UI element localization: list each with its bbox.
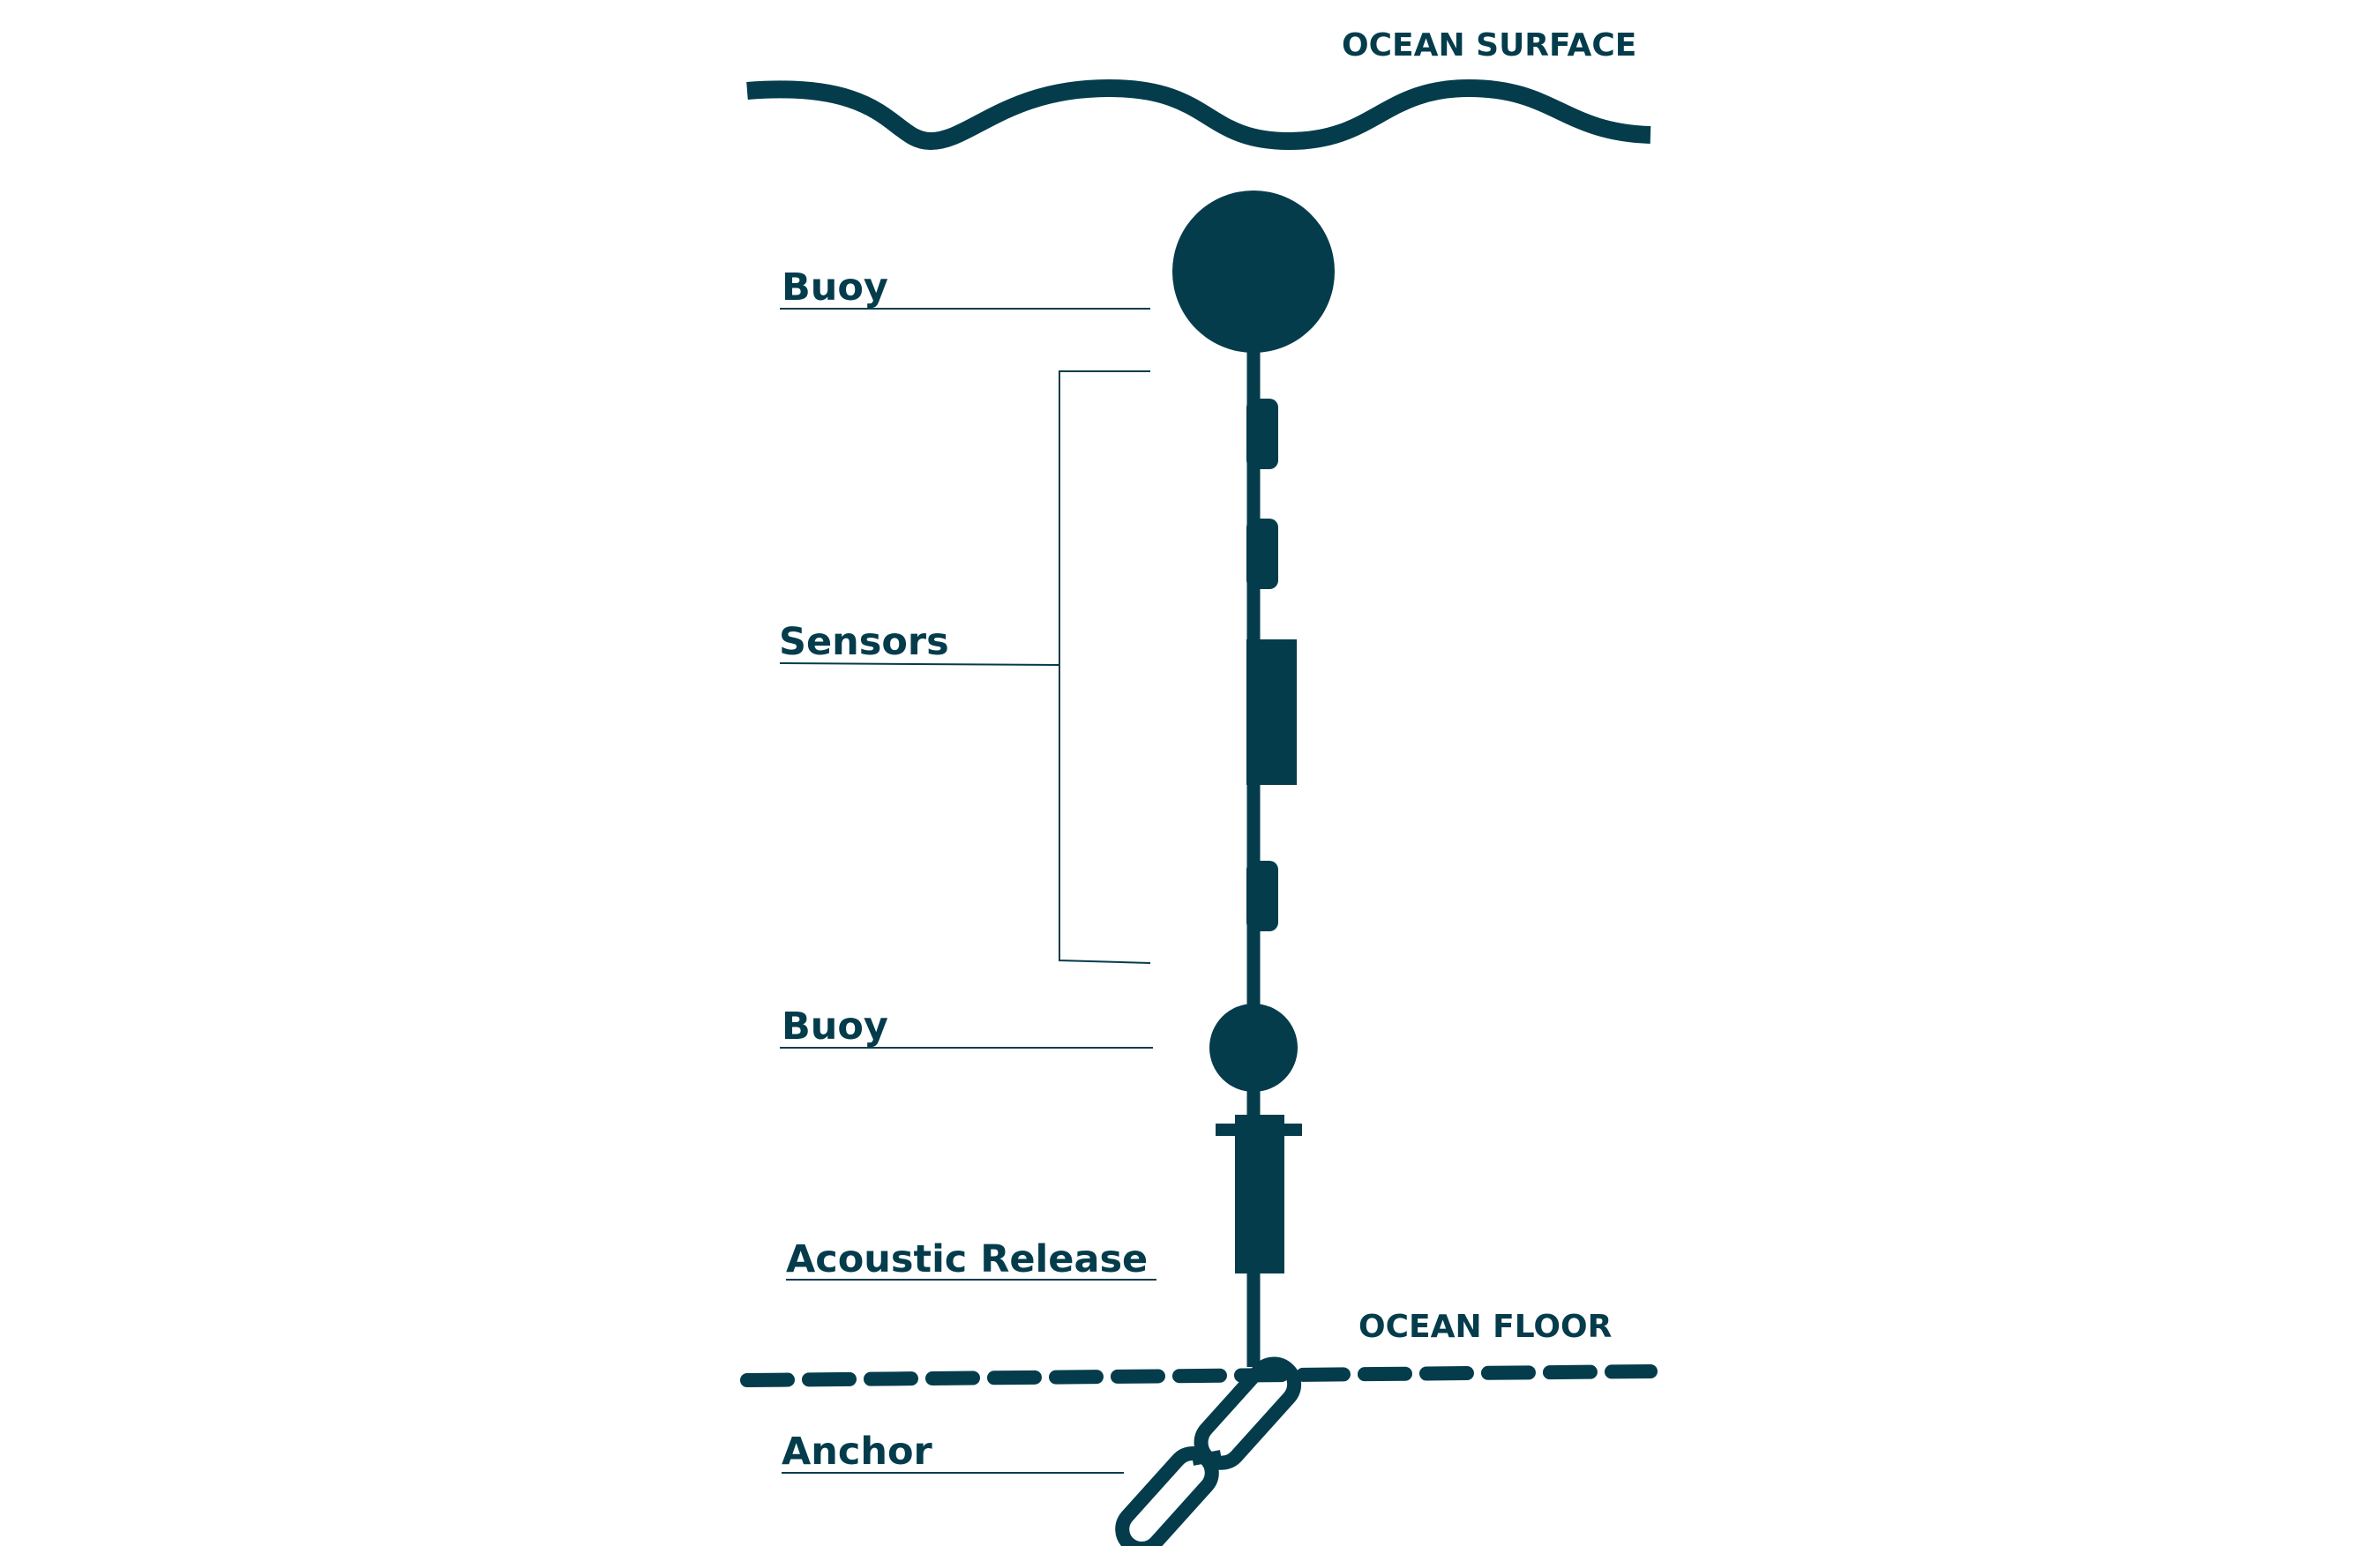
acoustic-release-body <box>1235 1115 1284 1273</box>
sensor-1 <box>1246 399 1278 469</box>
buoy-bottom-label: Buoy <box>782 1005 888 1049</box>
ocean-floor-group: OCEAN FLOOR <box>740 1309 1658 1387</box>
sensors-group <box>1246 399 1297 931</box>
sensor-3 <box>1246 639 1297 785</box>
ocean-floor-dashed-line <box>740 1364 1658 1387</box>
anchor-label: Anchor <box>782 1430 933 1474</box>
ocean-floor-label: OCEAN FLOOR <box>1358 1309 1612 1345</box>
ocean-surface-wave <box>746 78 1651 151</box>
sensors-label: Sensors <box>779 620 949 664</box>
top-buoy <box>1172 190 1335 353</box>
acoustic-release-label: Acoustic Release <box>786 1237 1148 1281</box>
sensor-4 <box>1246 861 1278 931</box>
ocean-surface-label: OCEAN SURFACE <box>1342 27 1636 63</box>
anchor-chain <box>1115 1356 1302 1546</box>
buoy-top-label: Buoy <box>782 265 888 310</box>
sensors-leader <box>779 662 1060 666</box>
sensors-bracket <box>1059 370 1151 964</box>
callouts: Buoy Sensors Buoy Acoustic Release Ancho… <box>779 265 1156 1474</box>
ocean-surface-group: OCEAN SURFACE <box>746 27 1651 151</box>
bottom-buoy <box>1209 1004 1298 1092</box>
anchor-link-joint <box>1191 1450 1223 1466</box>
acoustic-release-group <box>1216 1115 1302 1273</box>
sensor-2 <box>1246 519 1278 589</box>
